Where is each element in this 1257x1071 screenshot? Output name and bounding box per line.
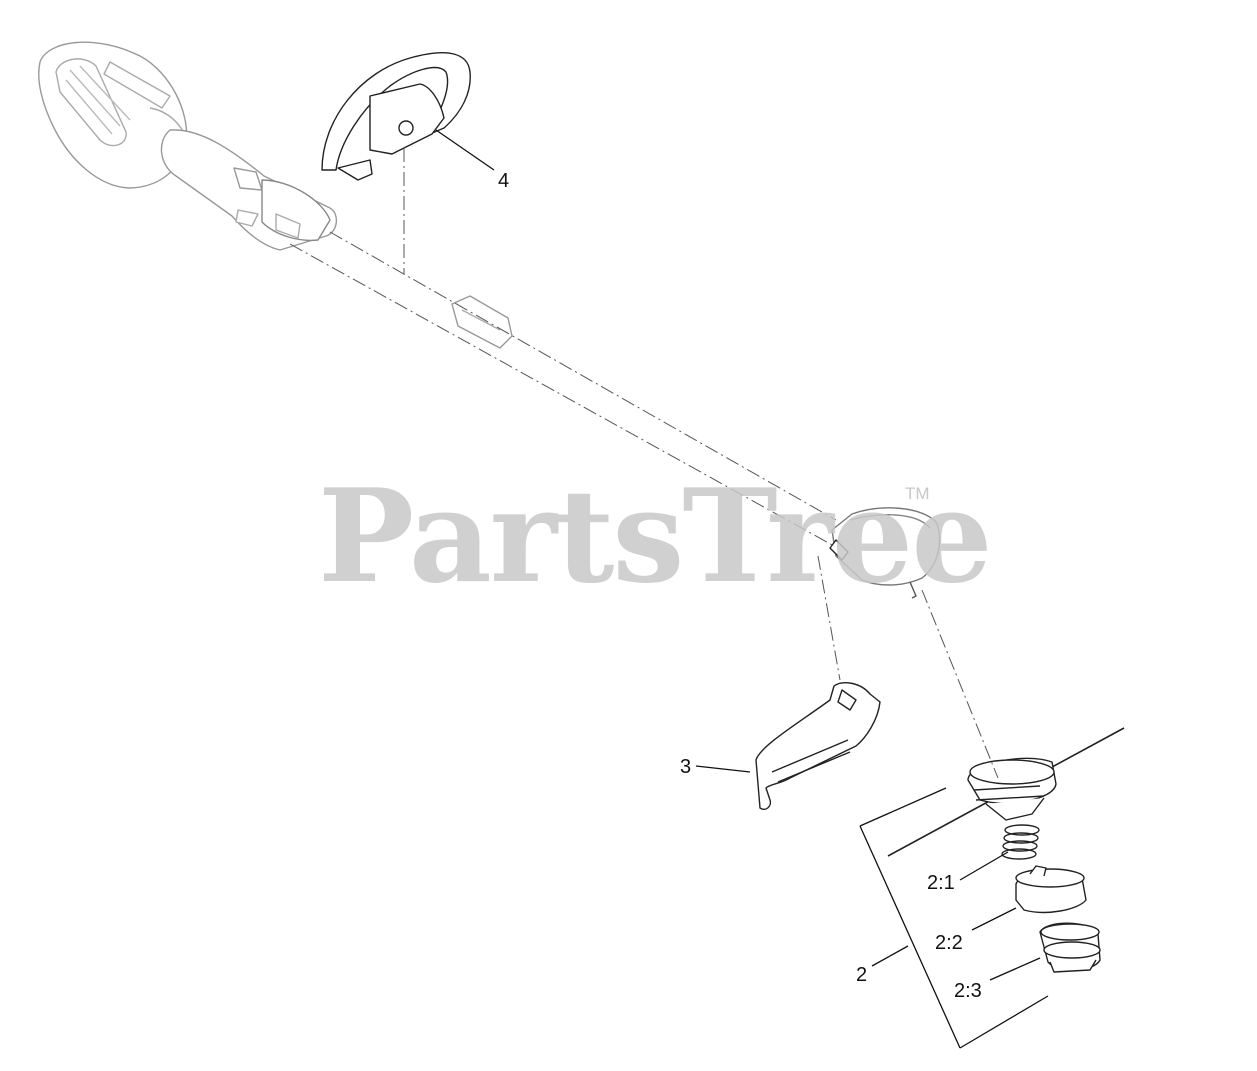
watermark-text: PartsTree bbox=[318, 462, 993, 612]
assist-handle bbox=[321, 52, 471, 181]
trademark-symbol: TM bbox=[905, 484, 930, 503]
handle-assembly bbox=[160, 129, 337, 251]
spool-cap bbox=[1015, 865, 1087, 914]
shaft-clamp bbox=[451, 295, 513, 349]
guard bbox=[755, 682, 881, 810]
assembly-centerlines bbox=[289, 148, 999, 779]
callout-3: 3 bbox=[680, 756, 692, 778]
callout-2-1: 2:1 bbox=[927, 872, 955, 894]
spool-assembly bbox=[967, 757, 1057, 821]
callout-2-3: 2:3 bbox=[954, 980, 982, 1002]
spring bbox=[1001, 824, 1040, 860]
trimmer-head-housing bbox=[829, 507, 941, 599]
leader-lines bbox=[435, 129, 1049, 1049]
callout-2-2: 2:2 bbox=[935, 932, 963, 954]
callout-2: 2 bbox=[856, 964, 868, 986]
callout-4: 4 bbox=[498, 170, 510, 192]
bump-knob bbox=[1039, 922, 1101, 973]
